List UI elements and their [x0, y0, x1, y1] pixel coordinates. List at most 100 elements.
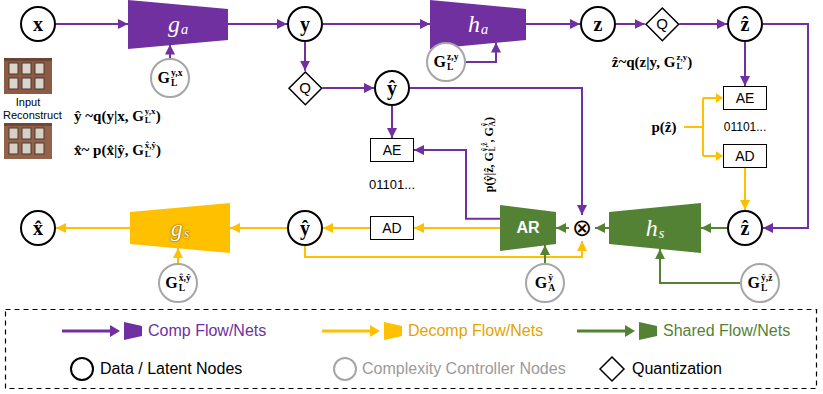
flow-connector [679, 23, 727, 25]
legend-diamond [600, 357, 624, 381]
superscript-text: y,x [145, 107, 156, 116]
script-pair: x̂,ŷL [179, 273, 191, 293]
diamond-shape [289, 72, 322, 105]
formula-label: 01101... [369, 177, 415, 192]
script-pair: ŷ,ẑL [761, 273, 772, 293]
flow-connector [556, 227, 569, 229]
node-label: ŷ [300, 217, 310, 240]
math-text: g [168, 11, 180, 38]
legend-text: Comp Flow/Nets [148, 322, 266, 340]
flow-connector [410, 88, 582, 215]
math-text: G [434, 53, 446, 71]
trapezoid-shape [128, 0, 228, 49]
legend-controller-circle [334, 358, 356, 380]
subscript-text: L [179, 283, 185, 293]
flow-connector [323, 227, 370, 229]
legend-text: Shared Flow/Nets [663, 322, 790, 340]
flow-connector [616, 23, 645, 25]
node-label: Gy,xL [158, 68, 183, 88]
superscript-text: ŷ,ẑ [761, 273, 772, 283]
flow-connector [414, 150, 500, 219]
math-text: G [165, 274, 177, 292]
legend-text: Quantization [632, 360, 722, 378]
subscript-text: s [184, 225, 190, 242]
flow-connector [660, 249, 740, 283]
node-label: AR [516, 219, 539, 237]
flow-connector [169, 45, 171, 59]
subscript-text: L [761, 283, 767, 293]
legend-swatch [62, 320, 142, 342]
math-text: h [468, 11, 480, 38]
node-label: AD [735, 148, 754, 164]
math-text: ⊗ [572, 216, 592, 240]
node-label: Q [299, 79, 311, 96]
legend-data-circle [71, 358, 93, 380]
complexity-controller-node: Gy,xL [150, 58, 190, 98]
node-label: AD [382, 220, 401, 236]
legend-swatch [577, 320, 657, 342]
latent-node: z [580, 6, 616, 42]
flow-connector [56, 23, 128, 25]
quantization-diamond: Q [288, 71, 323, 106]
node-label: GŷA [535, 273, 555, 293]
node-label: y [300, 13, 310, 36]
legend-item: Quantization [632, 357, 722, 381]
math-text: G [158, 69, 170, 87]
math-text: z [594, 13, 603, 36]
network-trapezoid: hs [609, 203, 701, 253]
script-pair: y,xL [145, 107, 156, 126]
legend-item: Decomp Flow/Nets [322, 319, 543, 343]
script-pair: ŷ,ẑL [482, 143, 497, 152]
flow-connector [322, 87, 374, 89]
math-text: ẑ [741, 217, 750, 240]
legend-text: Complexity Controller Nodes [362, 360, 566, 378]
combine-node: ⊗ [569, 215, 595, 241]
flow-connector [526, 23, 580, 25]
flow-connector [391, 106, 393, 138]
superscript-text: ŷ [482, 123, 490, 127]
math-text: x̂~ p(x̂|ŷ, G [74, 142, 144, 159]
superscript-text: x̂,ŷ [179, 273, 191, 283]
node-label: AE [736, 90, 755, 106]
latent-node: ẑ [727, 210, 763, 246]
math-text: , G [483, 128, 498, 143]
flow-connector [744, 168, 746, 210]
flow-connector [177, 248, 179, 263]
math-text: AD [735, 148, 754, 164]
network-trapezoid: AR [500, 205, 556, 251]
flow-connector [763, 24, 808, 228]
flow-connector [744, 42, 746, 86]
formula-label: ẑ~q(z|y, Gz,yL) [612, 53, 692, 72]
formula-label: x̂~ p(x̂|ŷ, Gx̂,ŷL) [74, 141, 161, 160]
math-text: AD [382, 220, 401, 236]
formula-label: p(ẑ) [652, 119, 677, 136]
coder-box: AD [723, 144, 767, 168]
flow-connector [56, 227, 130, 229]
math-text: AE [736, 90, 755, 106]
node-label: AE [383, 142, 402, 158]
node-label: ha [468, 11, 488, 38]
trapezoid-shape [130, 203, 230, 253]
legend-frame [6, 310, 817, 389]
script-pair: z,yL [447, 52, 458, 72]
subscript-text: L [171, 78, 177, 88]
node-label: x̂ [33, 217, 43, 240]
flow-connector [544, 245, 546, 263]
subscript-text: L [676, 62, 682, 71]
superscript-text: z,y [676, 53, 687, 62]
complexity-controller-node: Gx̂,ŷL [158, 263, 198, 303]
subscript-text: a [481, 21, 488, 38]
flow-connector [466, 43, 496, 63]
reconstructed-photo [4, 123, 52, 159]
math-text: p(ẑ) [652, 119, 677, 136]
superscript-text: ŷ [548, 273, 553, 283]
network-trapezoid: ga [128, 0, 228, 49]
complexity-controller-node: Gŷ,ẑL [740, 263, 780, 303]
math-text: Input [16, 96, 40, 108]
math-text: p(ŷ|ẑ, G [483, 153, 498, 193]
latent-node: ŷ [287, 210, 323, 246]
subscript-text: L [145, 116, 151, 125]
subscript-text: A [490, 121, 498, 126]
legend-text: Decomp Flow/Nets [408, 322, 543, 340]
